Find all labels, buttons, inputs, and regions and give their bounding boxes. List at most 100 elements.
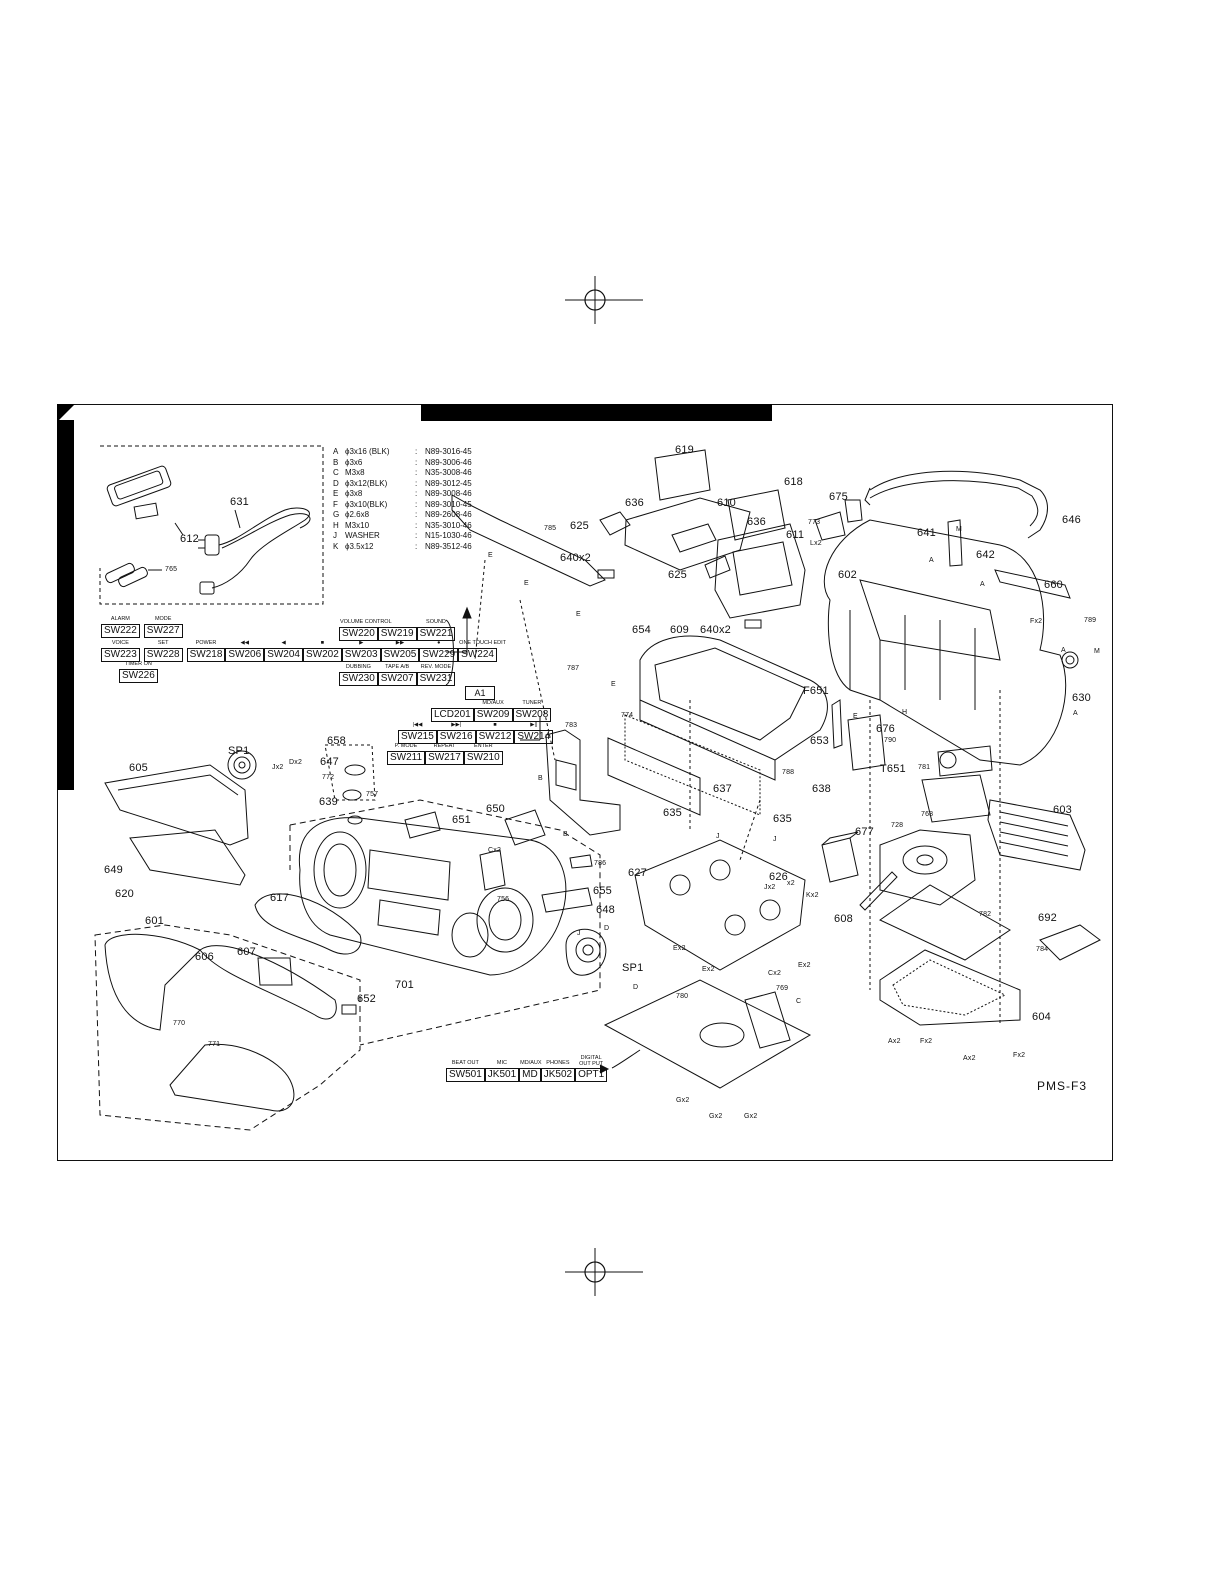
- screw-callout: C: [796, 998, 802, 1005]
- screw-callout: H: [902, 709, 908, 716]
- frame-side-bar: [57, 420, 74, 790]
- part-label: 618: [784, 476, 803, 488]
- part-label: 626: [769, 871, 788, 883]
- switch-cell: ■SW212: [475, 722, 515, 744]
- part-label: F651: [803, 685, 829, 697]
- part-label: 605: [129, 762, 148, 774]
- ref-label: 786: [594, 860, 607, 867]
- part-label: 606: [195, 951, 214, 963]
- screw-callout: Lx2: [810, 540, 822, 547]
- ref-label: 728: [891, 822, 904, 829]
- part-label: 635: [663, 807, 682, 819]
- part-label: SP1: [228, 745, 250, 757]
- screw-callout: D: [604, 925, 610, 932]
- switch-cell: ◀SW204: [264, 640, 303, 662]
- part-label: 650: [486, 803, 505, 815]
- screw-callout: A: [929, 557, 934, 564]
- part-label: 658: [327, 735, 346, 747]
- part-label: 625: [668, 569, 687, 581]
- screw-callout: B: [563, 831, 568, 838]
- ref-label: 784: [1036, 946, 1049, 953]
- ref-label: 756: [497, 896, 510, 903]
- ref-label: 782: [979, 911, 992, 918]
- screw-callout: Jx2: [764, 884, 776, 891]
- screw-callout: A: [1061, 647, 1066, 654]
- ref-label: 790: [884, 737, 897, 744]
- switch-cell: ●SW229: [419, 640, 459, 662]
- part-label: 608: [834, 913, 853, 925]
- screw-callout: Dx2: [289, 759, 303, 766]
- part-label: 649: [104, 864, 123, 876]
- screw-callout: Ex2: [798, 962, 811, 969]
- screw-callout: Ax2: [963, 1055, 976, 1062]
- ref-label: 774: [621, 712, 634, 719]
- part-label: 635: [773, 813, 792, 825]
- screw-callout: Fx2: [1030, 618, 1043, 625]
- part-label: 641: [917, 527, 936, 539]
- screw-callout: Gx2: [676, 1097, 690, 1104]
- ref-label: 771: [208, 1041, 221, 1048]
- screw-callout: Ax2: [888, 1038, 901, 1045]
- frame-title-bar: [421, 404, 772, 421]
- switch-cell: LCD201: [431, 708, 474, 722]
- part-label: 637: [713, 783, 732, 795]
- power-cord-icon: [198, 507, 311, 595]
- part-label: 625: [570, 520, 589, 532]
- part-label: 636: [747, 516, 766, 528]
- switch-cell: ▶||SW214: [514, 722, 554, 744]
- part-label: 676: [876, 723, 895, 735]
- part-label: 642: [976, 549, 995, 561]
- switch-cell: ▶▶SW205: [380, 640, 420, 662]
- screw-callout: x2: [787, 880, 795, 887]
- ref-label: 787: [567, 665, 580, 672]
- registration-mark-bottom: [565, 1248, 643, 1296]
- screw-callout: E: [611, 681, 616, 688]
- part-label: 611: [786, 529, 805, 541]
- screw-callout: A: [1073, 710, 1078, 717]
- part-label: T651: [880, 763, 906, 775]
- part-label: 617: [270, 892, 289, 904]
- frame-corner-notch: [57, 404, 75, 422]
- screw-callout: Jx2: [272, 764, 284, 771]
- part-label: 655: [593, 885, 612, 897]
- screw-callout: M: [956, 526, 963, 533]
- screw-callout: A: [980, 581, 985, 588]
- part-label: 640x2: [560, 552, 591, 564]
- part-label: 607: [237, 946, 256, 958]
- switch-cell: ◀◀SW206: [225, 640, 265, 662]
- screw-callout: E: [488, 552, 493, 559]
- ref-label: 757: [366, 791, 379, 798]
- screw-callout: E: [524, 580, 529, 587]
- ref-label: 768: [921, 811, 934, 818]
- part-label: 640x2: [700, 624, 731, 636]
- part-label: SP1: [622, 962, 644, 974]
- switch-cell: ▶▶|SW216: [436, 722, 476, 744]
- ref-label: 773: [808, 519, 821, 526]
